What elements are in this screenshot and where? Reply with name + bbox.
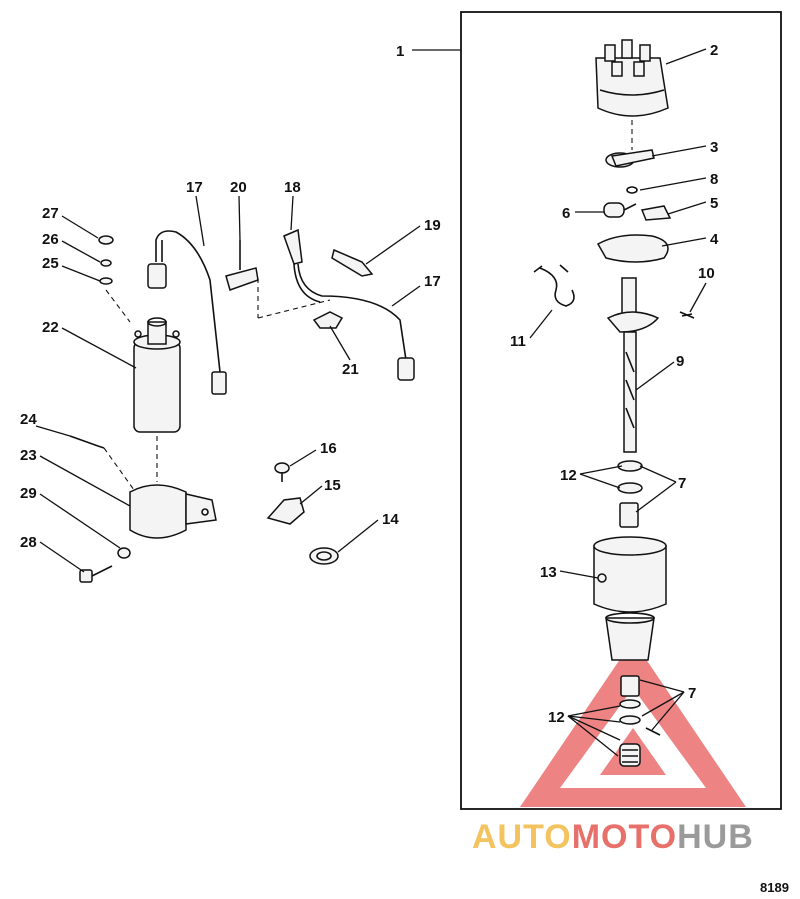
o-ring-seal: [309, 547, 339, 565]
callout-23: 23: [20, 447, 37, 464]
figure-number: 8189: [760, 880, 789, 895]
callout-26: 26: [42, 231, 59, 248]
callout-13: 13: [540, 564, 557, 581]
condenser: [603, 202, 637, 218]
washer-lower-a: [619, 699, 641, 709]
watermark-part-hub: HUB: [677, 818, 754, 856]
drive-gear: [619, 743, 641, 767]
distributor-housing: [593, 536, 667, 661]
bracket-washer: [117, 547, 131, 559]
retaining-clip: [312, 311, 344, 329]
bracket-bolt: [79, 565, 113, 583]
callout-5: 5: [710, 195, 718, 212]
callout-28: 28: [20, 534, 37, 551]
hold-down-clamp: [266, 497, 305, 525]
washer-upper-b: [617, 482, 643, 494]
distributor-assembly-frame: [460, 11, 782, 810]
spark-plug-lead: [283, 228, 415, 381]
distributor-shaft: [606, 277, 660, 453]
breaker-points: [640, 205, 672, 221]
callout-17-right: 17: [424, 273, 441, 290]
washer-upper-a: [617, 460, 643, 472]
flat-washer: [99, 277, 113, 285]
coil-mounting-bracket: [129, 484, 217, 539]
callout-17-left: 17: [186, 179, 203, 196]
bushing-lower: [620, 675, 640, 697]
bushing-upper: [619, 502, 639, 528]
callout-20: 20: [230, 179, 247, 196]
roll-pin: [645, 727, 661, 736]
callout-14: 14: [382, 511, 399, 528]
callout-12-upper: 12: [560, 467, 577, 484]
callout-15: 15: [324, 477, 341, 494]
distributor-cap: [595, 39, 669, 117]
callout-11: 11: [510, 333, 526, 350]
primary-lead-wire: [533, 264, 575, 307]
callout-25: 25: [42, 255, 59, 272]
callout-7-lower: 7: [688, 685, 696, 702]
rotor: [605, 149, 655, 168]
callout-1: 1: [396, 43, 404, 60]
callout-22: 22: [42, 319, 59, 336]
callout-18: 18: [284, 179, 301, 196]
breaker-plate: [596, 234, 669, 263]
watermark-part-auto: AUTO: [472, 818, 572, 856]
callout-8: 8: [710, 171, 718, 188]
watermark-part-moto: MOTO: [572, 818, 677, 856]
callout-29: 29: [20, 485, 37, 502]
callout-4: 4: [710, 231, 719, 248]
spring: [679, 311, 695, 319]
screw: [274, 462, 290, 482]
lock-washer: [100, 259, 112, 267]
callout-10: 10: [698, 265, 715, 282]
callout-3: 3: [710, 139, 718, 156]
callout-19: 19: [424, 217, 441, 234]
callout-24: 24: [20, 411, 37, 428]
callout-12-lower: 12: [548, 709, 565, 726]
coil-high-tension-lead: [147, 230, 227, 395]
ignition-coil: [133, 317, 181, 433]
callout-7-upper: 7: [678, 475, 686, 492]
callout-16: 16: [320, 440, 337, 457]
callout-21: 21: [342, 361, 359, 378]
callout-2: 2: [710, 42, 718, 59]
callout-27: 27: [42, 205, 59, 222]
callout-9: 9: [676, 353, 684, 370]
terminal-boot: [331, 248, 374, 277]
coil-terminal-nut: [98, 235, 114, 245]
callout-6: 6: [562, 205, 570, 222]
leader-lines: [35, 48, 707, 757]
wire-clip: [225, 240, 259, 291]
watermark-text: AUTOMOTOHUB: [472, 818, 754, 856]
washer-lower-b: [619, 715, 641, 725]
clamp-screw: [69, 435, 105, 449]
callout-labels: 1 2 3 8 5 6 4 10 11 9 12 7 13 7 12 27 26…: [20, 42, 719, 726]
retainer-ring: [626, 186, 638, 194]
